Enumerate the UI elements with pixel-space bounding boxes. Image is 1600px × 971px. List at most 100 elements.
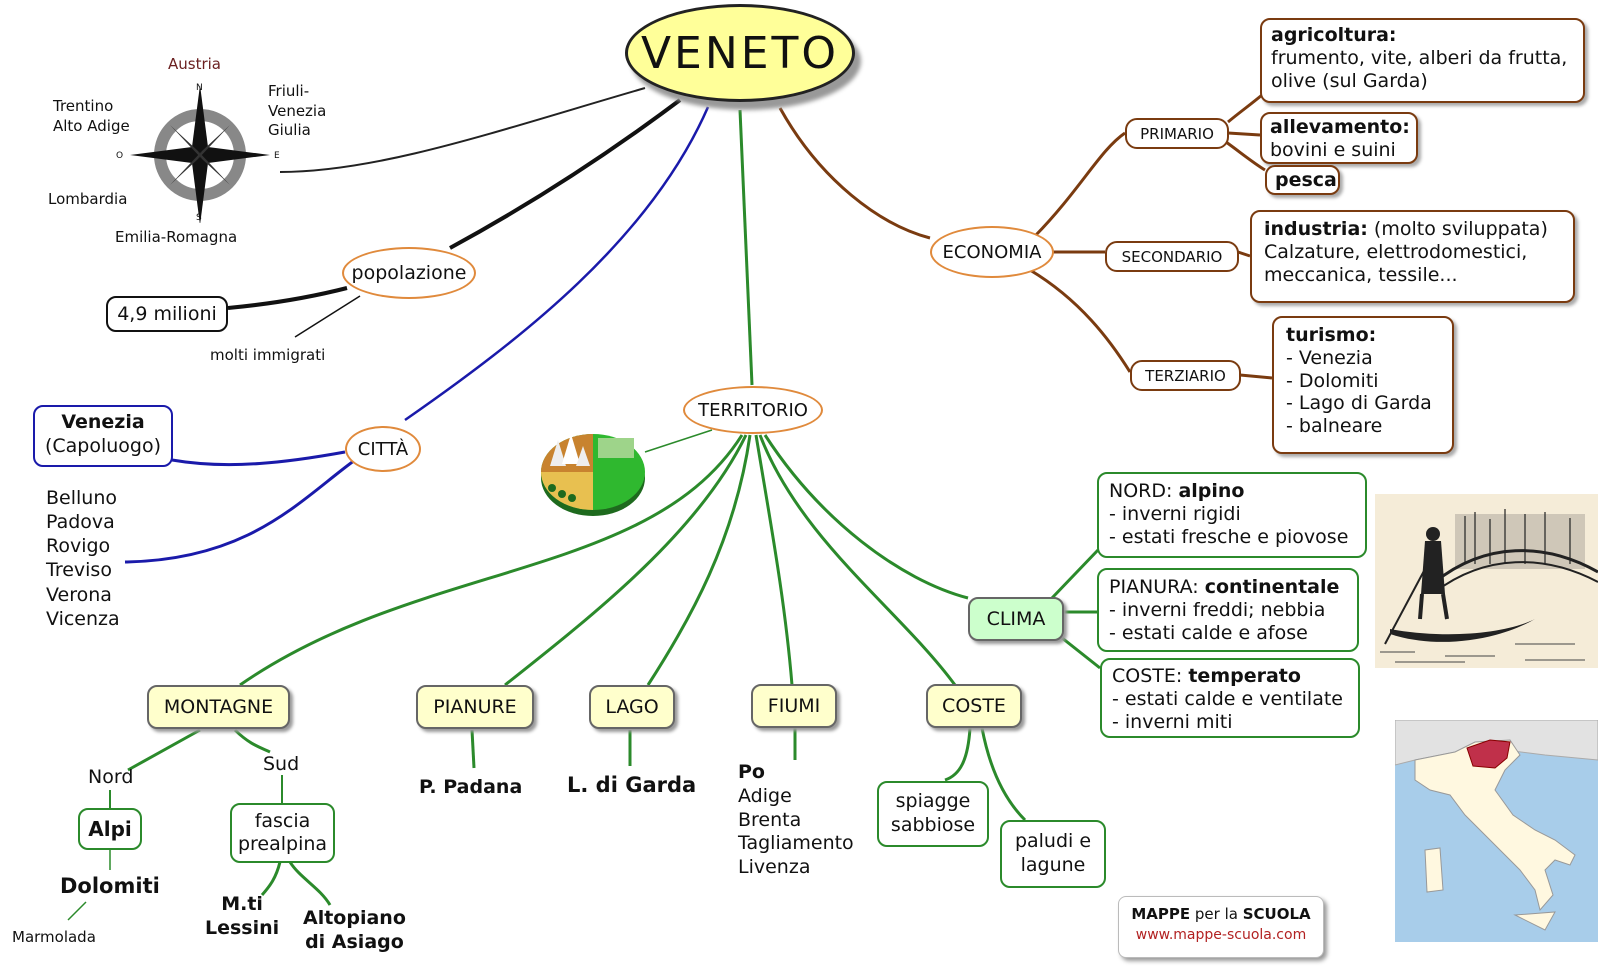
link-lessini (260, 861, 282, 896)
fiume-item: Livenza (738, 856, 811, 878)
link-territorio (738, 109, 754, 386)
popolazione-value-box: 4,9 milioni (106, 296, 228, 332)
title-node[interactable]: VENETO (625, 4, 855, 102)
agricoltura-box: agricoltura: frumento, vite, alberi da f… (1260, 18, 1585, 103)
popolazione-note: molti immigrati (210, 346, 326, 364)
link-padana (470, 729, 476, 769)
brand-box[interactable]: MAPPE per la SCUOLA www.mappe-scuola.com (1118, 896, 1324, 958)
clima-nord-type: alpino (1178, 480, 1245, 502)
link-spiagge (944, 727, 972, 782)
clima-label: CLIMA (986, 608, 1046, 630)
veneto-highlight (1466, 739, 1511, 769)
garda-label: L. di Garda (567, 773, 697, 797)
citta-node[interactable]: CITTÀ (345, 426, 421, 472)
link-citta (404, 106, 710, 422)
citta-item: Padova (46, 511, 115, 534)
clima-coste-line: - estati calde e ventilate (1112, 687, 1343, 710)
clima-pianura-type: continentale (1204, 576, 1340, 598)
marmolada-label: Marmolada (12, 928, 96, 946)
title-text: VENETO (640, 27, 840, 79)
capoluogo-box: Venezia (Capoluogo) (33, 405, 173, 467)
fiume-item: Adige (738, 784, 792, 807)
secondario-node[interactable]: SECONDARIO (1105, 241, 1239, 272)
allevamento-title: allevamento: (1270, 116, 1410, 138)
territorio-label: TERRITORIO (698, 399, 808, 421)
citta-label: CITTÀ (357, 438, 409, 460)
pianure-label: PIANURE (433, 696, 517, 718)
pesca-box: pesca (1265, 165, 1340, 195)
industria-text: Calzature, elettrodomestici, meccanica, … (1264, 240, 1528, 286)
link-industria (1237, 250, 1251, 258)
turismo-item: - Lago di Garda (1286, 392, 1432, 415)
turismo-item: - Venezia (1286, 346, 1373, 369)
link-fiumi (754, 434, 794, 686)
coste-label: COSTE (942, 695, 1006, 717)
fiume-item: Tagliamento (738, 832, 854, 855)
link-clima (763, 434, 969, 600)
montagne-node[interactable]: MONTAGNE (147, 685, 290, 729)
popolazione-label: popolazione (351, 262, 467, 284)
link-primario (1033, 131, 1126, 238)
link-asiago (288, 861, 332, 906)
economia-node[interactable]: ECONOMIA (930, 226, 1054, 278)
brand-url: www.mappe-scuola.com (1135, 927, 1307, 943)
popolazione-node[interactable]: popolazione (342, 247, 476, 299)
territorio-node[interactable]: TERRITORIO (683, 386, 823, 434)
pesca-label: pesca (1275, 168, 1337, 191)
link-montagne (239, 434, 744, 687)
alpi-label: Alpi (88, 817, 132, 841)
fascia-prealpina-label: fascia prealpina (237, 810, 328, 855)
primario-label: PRIMARIO (1140, 124, 1214, 143)
clima-pianura-line: - inverni freddi; nebbia (1109, 598, 1326, 621)
clima-pianura-line: - estati calde e afose (1109, 621, 1308, 644)
clima-nord-line: - estati fresche e piovose (1109, 525, 1349, 548)
link-agricoltura (1227, 93, 1263, 124)
compass-rose-icon (130, 85, 270, 223)
fiumi-label: FIUMI (767, 695, 821, 717)
lago-node[interactable]: LAGO (589, 685, 675, 729)
primario-node[interactable]: PRIMARIO (1125, 118, 1229, 149)
terziario-node[interactable]: TERZIARIO (1130, 360, 1241, 391)
clima-pianura-prefix: PIANURA: (1109, 576, 1205, 598)
link-popolazione-value (227, 286, 348, 310)
fascia-prealpina-box: fascia prealpina (230, 803, 335, 863)
brand-per-la: per la (1190, 905, 1243, 923)
compass-friuli: Friuli- Venezia Giulia (268, 82, 327, 139)
capoluogo-note: (Capoluogo) (44, 434, 162, 457)
link-nord (127, 728, 201, 772)
link-terziario (1029, 268, 1132, 373)
link-pesca (1225, 140, 1266, 172)
agricoltura-title: agricoltura: (1271, 24, 1397, 46)
clima-coste-box: COSTE: temperato - estati calde e ventil… (1100, 658, 1360, 738)
compass-emilia: Emilia-Romagna (115, 228, 238, 246)
terziario-label: TERZIARIO (1145, 366, 1226, 385)
link-coste (758, 434, 957, 686)
dolomiti-label: Dolomiti (60, 874, 160, 898)
allevamento-text: bovini e suini (1270, 138, 1396, 161)
link-image-territorio (644, 429, 713, 453)
asiago-label: Altopiano di Asiago (303, 907, 406, 953)
brand-mappe: MAPPE (1131, 905, 1191, 923)
clima-node[interactable]: CLIMA (968, 597, 1064, 641)
turismo-box: turismo: - Venezia - Dolomiti - Lago di … (1272, 316, 1454, 454)
compass-n: N (196, 83, 203, 93)
brand-scuola: SCUOLA (1242, 905, 1311, 923)
italy-mainland (1414, 739, 1576, 912)
link-allevamento (1227, 131, 1261, 137)
link-sud (233, 728, 271, 754)
pianure-node[interactable]: PIANURE (416, 685, 534, 729)
citta-item: Vicenza (46, 607, 120, 630)
compass-o: O (116, 151, 124, 161)
montagne-label: MONTAGNE (163, 696, 274, 718)
gondola-illustration (1375, 494, 1598, 668)
italy-map (1395, 720, 1598, 942)
citta-item: Verona (46, 583, 112, 606)
coste-node[interactable]: COSTE (926, 684, 1022, 728)
lago-label: LAGO (605, 696, 659, 718)
industria-sub: (molto sviluppata) (1367, 218, 1548, 240)
fiume-po: Po (738, 761, 765, 783)
compass: Austria Trentino Alto Adige Friuli- Vene… (48, 55, 360, 246)
compass-e: E (274, 151, 280, 161)
turismo-item: - balneare (1286, 415, 1383, 438)
fiumi-node[interactable]: FIUMI (751, 684, 837, 728)
